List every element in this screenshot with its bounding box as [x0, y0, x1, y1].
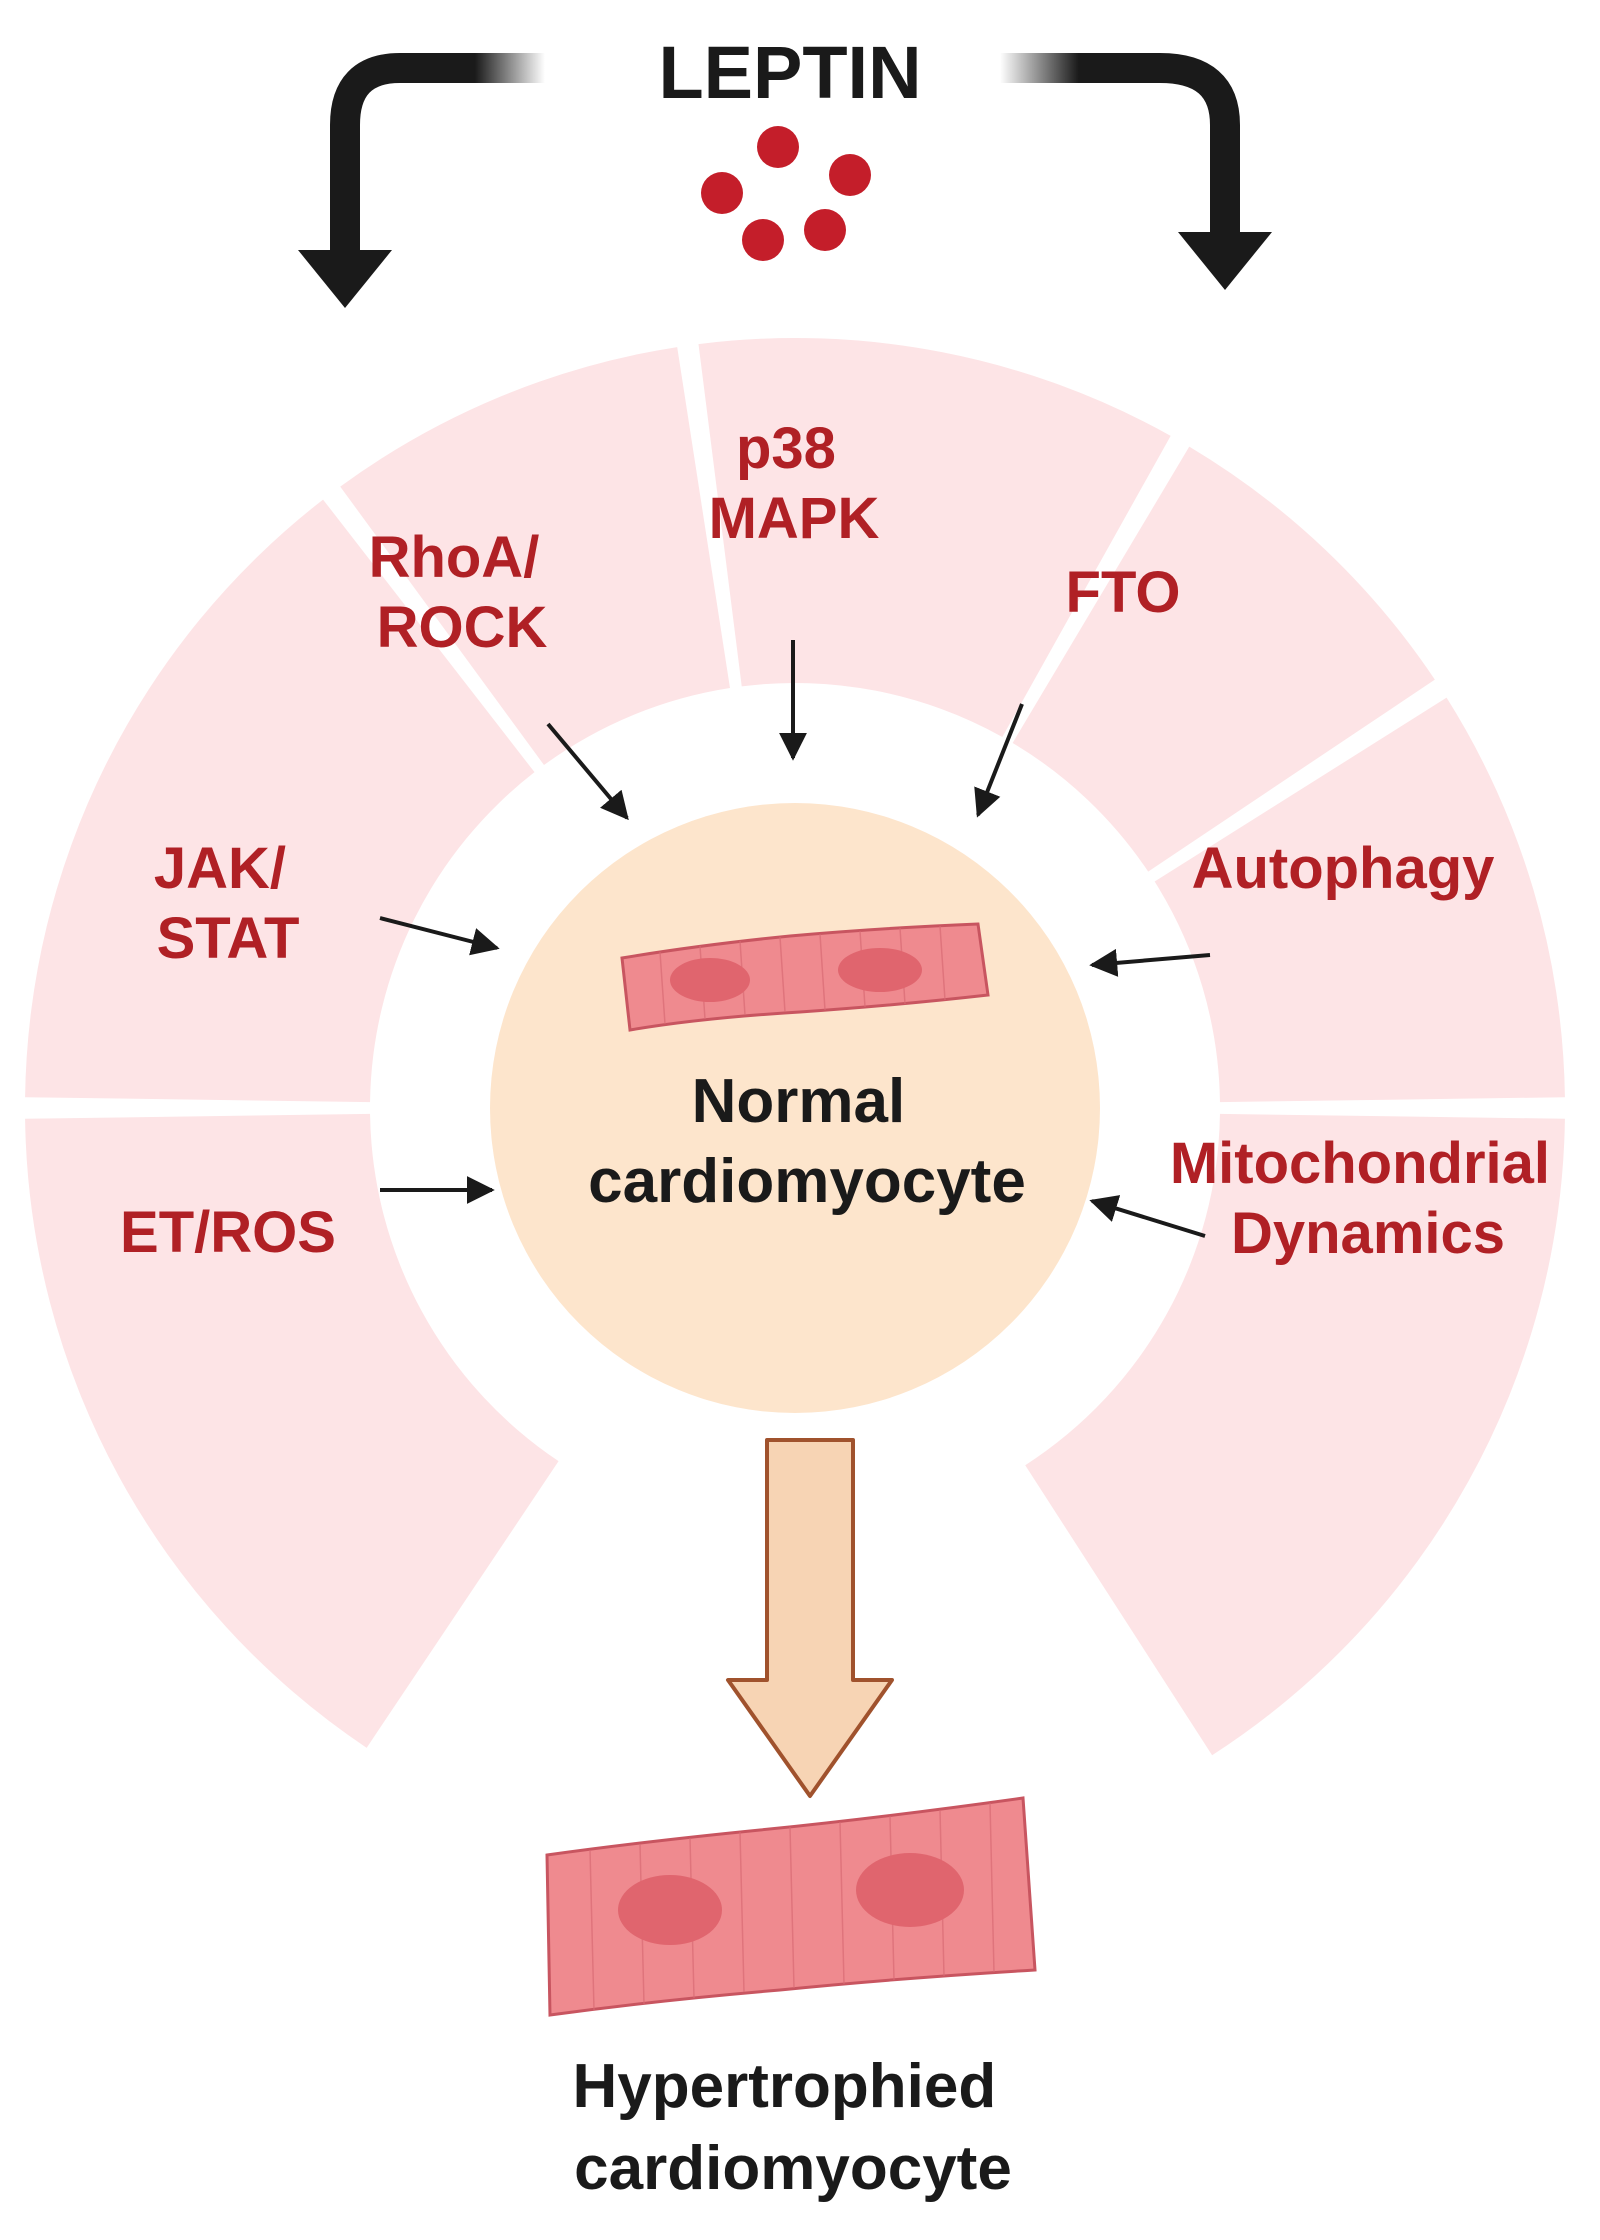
segment-labels: ET/ROS JAK/ STAT RhoA/ ROCK p38 MAPK FTO…	[120, 416, 1566, 1266]
label-rhoa-rock: RhoA/ ROCK	[369, 525, 556, 660]
segment-rhoa-rock	[340, 347, 730, 766]
leptin-molecules	[701, 126, 871, 261]
segment-autophagy	[1154, 697, 1565, 1103]
nucleus	[670, 958, 750, 1002]
arrow-mitochondrial-dynamics	[1089, 1195, 1206, 1238]
segment-et-ros	[25, 1113, 559, 1748]
hypertrophy-arrow	[726, 1438, 894, 1798]
leptin-left-arrow	[298, 53, 545, 308]
pathway-arrows	[379, 640, 1211, 1238]
leptin-molecule	[829, 154, 871, 196]
segment-mitochondrial-dynamics	[1025, 1113, 1565, 1756]
segment-p38-mapk	[698, 338, 1171, 738]
nucleus	[838, 948, 922, 992]
nucleus	[618, 1875, 722, 1945]
leptin-title: LEPTIN	[658, 31, 921, 114]
label-p38-mapk: p38 MAPK	[709, 416, 880, 551]
arrow-autophagy	[1089, 948, 1211, 977]
normal-cardiomyocyte-cell	[620, 922, 990, 1032]
result-label: Hypertrophied cardiomyocyte	[573, 2052, 1014, 2203]
label-jak-stat: JAK/ STAT	[154, 836, 302, 971]
arrow-jak-stat	[379, 916, 500, 956]
label-et-ros: ET/ROS	[120, 1200, 336, 1265]
leptin-molecule	[757, 126, 799, 168]
segment-fto	[1012, 446, 1435, 872]
leptin-molecule	[701, 172, 743, 214]
leptin-molecule	[804, 209, 846, 251]
label-mitochondrial-dynamics: Mitochondrial Dynamics	[1170, 1131, 1566, 1266]
center-label: Normal cardiomyocyte	[588, 1067, 1026, 1216]
arrow-fto	[974, 703, 1024, 818]
leptin-right-arrow	[1000, 53, 1272, 290]
leptin-molecule	[742, 219, 784, 261]
segment-jak-stat	[25, 499, 535, 1103]
pathway-ring	[25, 338, 1565, 1756]
label-autophagy: Autophagy	[1192, 836, 1495, 901]
arrow-rhoa-rock	[546, 722, 629, 821]
label-fto: FTO	[1066, 560, 1181, 625]
nucleus	[856, 1853, 964, 1927]
hypertrophied-cardiomyocyte-cell	[545, 1796, 1037, 2017]
